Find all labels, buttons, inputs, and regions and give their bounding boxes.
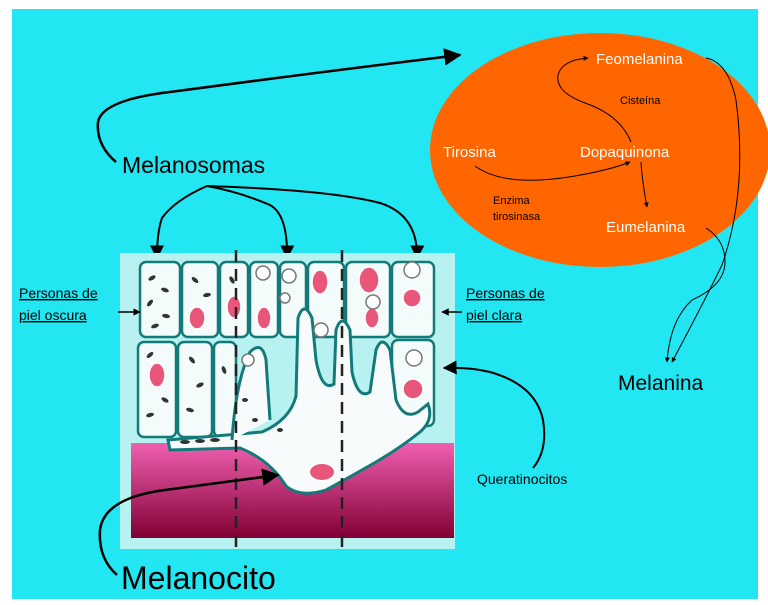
eumelanina-label: Eumelanina <box>606 219 686 236</box>
light-skin-line1: Personas de <box>466 285 545 301</box>
melanosome-cluster <box>282 269 296 283</box>
melanosome-cluster <box>280 293 290 303</box>
enzima-line1: Enzima <box>493 195 531 207</box>
melanosome <box>210 438 220 442</box>
dark-skin-line1: Personas de <box>19 285 98 301</box>
keratinocyte-cell <box>138 342 176 437</box>
melanosome <box>252 418 258 422</box>
nucleus <box>359 267 379 293</box>
melanocito-label: Melanocito <box>121 560 276 596</box>
nucleus <box>227 296 241 318</box>
melanosome <box>242 398 248 402</box>
nucleus <box>365 308 379 328</box>
cisteina-label: Cisteína <box>620 95 661 107</box>
melanosome-cluster <box>366 295 380 309</box>
melanocyte-nucleus <box>309 463 335 481</box>
melanosome-cluster <box>406 350 422 366</box>
nucleus <box>403 289 421 307</box>
skin-cross-section <box>120 250 455 549</box>
keratinocyte-cell <box>178 342 212 437</box>
enzima-line2: tirosinasa <box>493 211 541 223</box>
nucleus <box>149 363 165 387</box>
melanosome <box>195 439 205 443</box>
melanosome-cluster <box>314 323 328 337</box>
melanosome-cluster <box>242 354 254 366</box>
melanosome <box>277 428 283 432</box>
melanina-label: Melanina <box>618 372 704 395</box>
dark-skin-line2: piel oscura <box>19 307 87 323</box>
nucleus <box>312 270 328 294</box>
melanin-pathway: Tirosina Dopaquinona Feomelanina Eumelan… <box>430 33 768 267</box>
dopaquinona-label: Dopaquinona <box>580 144 670 161</box>
melanosomas-label: Melanosomas <box>122 152 265 178</box>
nucleus <box>403 379 423 399</box>
feomelanina-label: Feomelanina <box>596 51 683 68</box>
nucleus <box>189 307 205 329</box>
nucleus <box>257 307 271 329</box>
melanosome-cluster <box>256 266 270 280</box>
melanosome-cluster <box>404 262 420 278</box>
keratinocyte-cell <box>140 262 180 337</box>
queratinocitos-label: Queratinocitos <box>477 471 567 487</box>
tirosina-label: Tirosina <box>443 144 496 161</box>
light-skin-line2: piel clara <box>466 307 522 323</box>
melanosome <box>180 440 190 444</box>
